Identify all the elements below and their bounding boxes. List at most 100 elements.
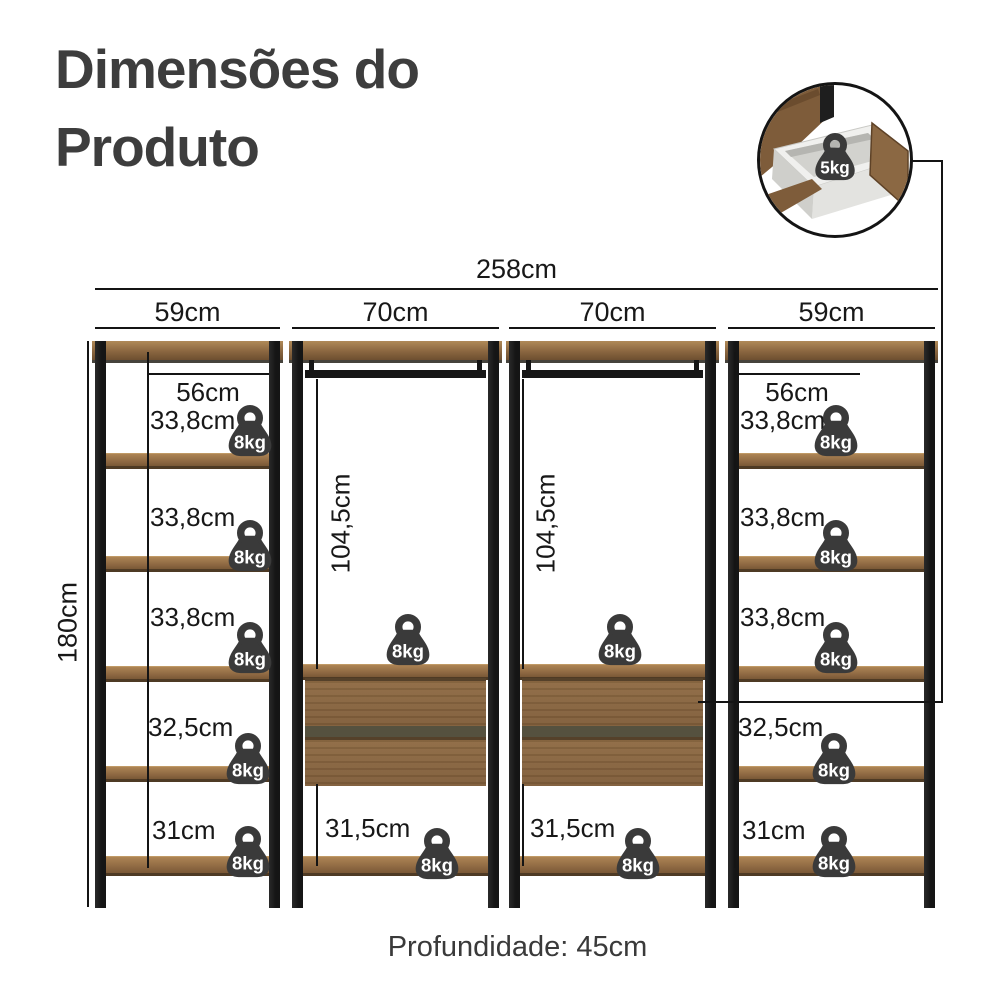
col3-top-panel (506, 341, 719, 363)
col2-rail-bracket-left (309, 360, 314, 374)
col1-56cm-line (147, 373, 269, 375)
weight-badge-label: 8kg (234, 649, 266, 670)
col3-rail-bracket-left (526, 360, 531, 374)
kettlebell-weight-icon: 8kg (415, 828, 459, 880)
weight-badge: 8kg (222, 405, 278, 457)
col1-top-panel (92, 341, 283, 363)
kettlebell-weight-icon: 8kg (386, 614, 430, 666)
weight-badge-label: 8kg (820, 432, 852, 453)
weight-badge: 8kg (808, 622, 864, 674)
col3-drawer-lower (522, 737, 703, 786)
weight-badge: 8kg (610, 828, 666, 880)
kettlebell-weight-icon: 8kg (226, 733, 270, 785)
col2-drawer-lower (305, 737, 486, 786)
col3-width-label: 70cm (579, 297, 646, 327)
col1-row2-label: 33,8cm (150, 502, 236, 532)
total-width-line (95, 288, 938, 290)
weight-badge: 8kg (808, 520, 864, 572)
col3-bottom-shelf (518, 856, 707, 876)
kettlebell-weight-icon: 8kg (812, 826, 856, 878)
col2-rail-bracket-right (477, 360, 482, 374)
col4-right-post (924, 341, 935, 908)
col3-drawer-gap (522, 726, 703, 737)
kettlebell-weight-icon: 8kg (226, 826, 270, 878)
weight-badge-label: 5kg (820, 157, 850, 177)
weight-badge-label: 8kg (604, 641, 636, 662)
weight-badge-label: 8kg (622, 855, 654, 876)
col4-56cm-label: 56cm (765, 377, 829, 407)
col1-shelf-3 (104, 666, 271, 682)
weight-badge-label: 8kg (232, 760, 264, 781)
inset-leader-top (906, 160, 943, 162)
col2-hang-vline (316, 379, 318, 669)
kettlebell-weight-icon: 8kg (228, 405, 272, 457)
kettlebell-weight-icon: 8kg (598, 614, 642, 666)
col3-drawer-upper (522, 678, 703, 729)
weight-badge: 8kg (380, 614, 436, 666)
page-title-line1: Dimensões do (55, 38, 420, 100)
weight-badge: 8kg (220, 733, 276, 785)
col2-bottom-vline (316, 784, 318, 866)
col4-row1-label: 33,8cm (740, 405, 826, 435)
col4-row3-label: 33,8cm (740, 602, 826, 632)
inset-leader-bottom (698, 701, 943, 703)
weight-badge: 8kg (222, 520, 278, 572)
weight-badge: 8kg (409, 828, 465, 880)
col2-clothes-rail (305, 370, 486, 378)
col2-hang-label: 104,5cm (325, 473, 356, 574)
weight-badge: 5kg (809, 133, 861, 181)
col3-hang-vline (522, 379, 524, 669)
weight-badge: 8kg (806, 733, 862, 785)
col1-row3-label: 33,8cm (150, 602, 236, 632)
kettlebell-weight-icon: 8kg (814, 622, 858, 674)
col3-bottom-vline (522, 784, 524, 866)
col1-right-post (269, 341, 280, 908)
inset-leader-vertical (941, 160, 943, 703)
col2-drawer-upper (305, 678, 486, 729)
col1-width-line (95, 327, 280, 329)
col4-top-panel (725, 341, 938, 363)
col3-left-post (509, 341, 520, 908)
col4-row4-label: 32,5cm (738, 712, 824, 742)
col1-56cm-label: 56cm (176, 377, 240, 407)
col3-rail-bracket-right (694, 360, 699, 374)
col4-left-post (728, 341, 739, 908)
col4-measure-vline (734, 352, 736, 868)
col3-right-post (705, 341, 716, 908)
col3-width-line (509, 327, 716, 329)
col4-row2-label: 33,8cm (740, 502, 826, 532)
weight-badge: 8kg (222, 622, 278, 674)
weight-badge: 8kg (806, 826, 862, 878)
col3-clothes-rail (522, 370, 703, 378)
col2-right-post (488, 341, 499, 908)
col2-width-line (292, 327, 499, 329)
col2-left-post (292, 341, 303, 908)
kettlebell-weight-icon: 8kg (228, 520, 272, 572)
col1-measure-vline (147, 352, 149, 868)
weight-badge: 8kg (220, 826, 276, 878)
weight-badge-label: 8kg (234, 547, 266, 568)
kettlebell-weight-icon: 8kg (814, 520, 858, 572)
weight-badge-label: 8kg (818, 853, 850, 874)
col1-row4-label: 32,5cm (148, 712, 234, 742)
col2-top-panel (289, 341, 502, 363)
weight-badge-label: 8kg (421, 855, 453, 876)
weight-badge-label: 8kg (818, 760, 850, 781)
col2-drawer-gap (305, 726, 486, 737)
col4-width-line (728, 327, 935, 329)
col1-width-label: 59cm (154, 297, 221, 327)
kettlebell-weight-icon: 5kg (815, 133, 855, 181)
kettlebell-weight-icon: 8kg (616, 828, 660, 880)
total-width-label: 258cm (475, 254, 558, 284)
col2-width-label: 70cm (362, 297, 429, 327)
weight-badge-label: 8kg (234, 432, 266, 453)
col1-shelf-1 (104, 453, 271, 469)
kettlebell-weight-icon: 8kg (228, 622, 272, 674)
col2-bottom-label: 31,5cm (325, 813, 411, 843)
weight-badge-label: 8kg (820, 649, 852, 670)
col4-56cm-line (734, 373, 860, 375)
height-label: 180cm (52, 581, 83, 664)
col3-bottom-label: 31,5cm (530, 813, 616, 843)
weight-badge-label: 8kg (232, 853, 264, 874)
